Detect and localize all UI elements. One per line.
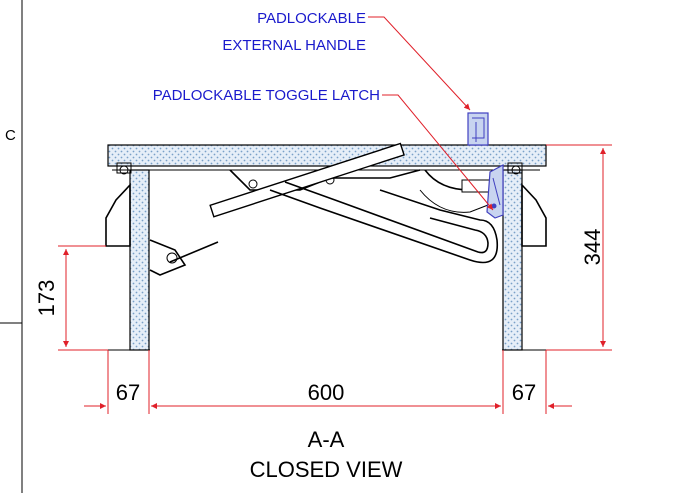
dimension-horizontal: 67 600 67 (84, 350, 572, 414)
border-zone-letter: C (5, 127, 16, 144)
right-wall (502, 162, 547, 351)
dimension-strut-height: 173 (34, 245, 108, 351)
external-handle-graphic (467, 112, 489, 146)
callout-latch-label: PADLOCKABLE TOGGLE LATCH (153, 87, 380, 104)
mechanism (149, 142, 499, 276)
callout-external-handle: PADLOCKABLE EXTERNAL HANDLE (222, 10, 471, 111)
view-name: CLOSED VIEW (250, 457, 403, 482)
section-label: A-A (308, 427, 345, 452)
sheet-border: C (0, 0, 23, 493)
callout-handle-line2: EXTERNAL HANDLE (222, 37, 366, 54)
dim-value-left-wall: 67 (116, 380, 140, 405)
dim-value-strut-height: 173 (34, 280, 59, 317)
callout-toggle-latch: PADLOCKABLE TOGGLE LATCH (153, 87, 494, 211)
dim-value-right-wall: 67 (512, 380, 536, 405)
dim-value-overall-height: 344 (580, 229, 605, 266)
view-title: A-A CLOSED VIEW (250, 427, 403, 482)
left-wall (105, 162, 150, 351)
dimension-overall-height: 344 (546, 144, 612, 351)
dim-value-clear-opening: 600 (308, 380, 345, 405)
lid-panel (107, 144, 547, 171)
toggle-latch-graphic (486, 163, 504, 219)
callout-handle-line1: PADLOCKABLE (257, 10, 366, 27)
